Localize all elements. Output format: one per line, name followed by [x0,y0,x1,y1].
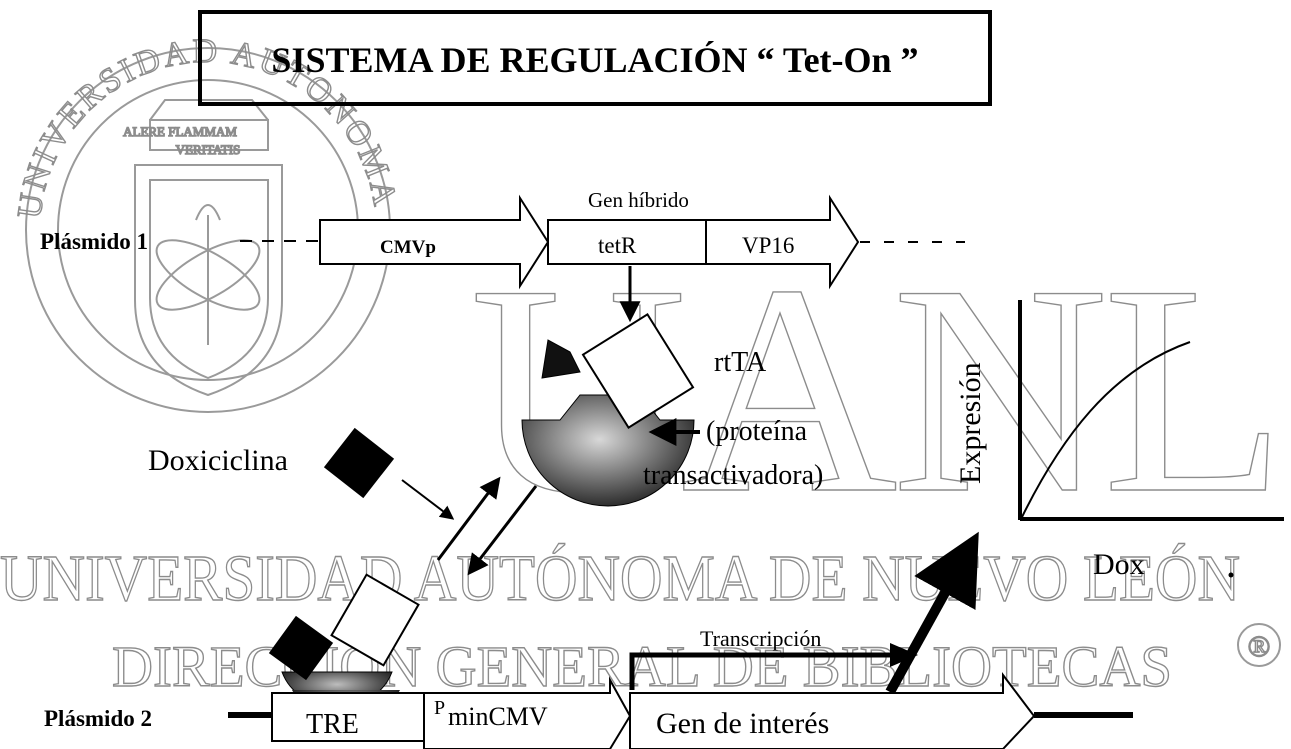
transcription-arrow-line [629,652,892,690]
transcription-arrowhead [890,643,918,667]
cmvp-arrow [319,194,550,290]
expression-arrow [885,531,979,695]
equilibrium-arrow-down [467,485,538,576]
page-title: SISTEMA DE REGULACIÓN “ Tet-On ” [271,40,918,80]
expression-curve [1021,341,1191,518]
vp16-label: VP16 [742,233,794,258]
tetr-label: tetR [598,233,637,258]
doxiciclina-icon [323,427,395,499]
transcription-label: Transcripción [700,626,821,651]
tre-box [271,692,425,742]
watermark-motto-1: ALERE FLAMMAM [123,124,237,139]
gene-of-interest-label: Gen de interés [656,707,829,740]
watermark-line-1: UNIVERSIDAD AUTÓNOMA DE NUEVO LEÓN [0,542,1240,615]
watermark-motto-2: VERITATIS [176,142,241,157]
watermark-registered: ® [1248,630,1271,663]
graph-ylabel: Expresión [954,362,987,484]
drug-binding-arrow [401,479,455,520]
watermark-seal-ring: UNIVERSIDAD AUTONOMA DE NUEVO LEON [0,0,405,221]
plasmid2-label: Plásmido 2 [44,706,152,731]
watermark-monogram: UANL [470,223,1280,555]
watermark-seal [25,47,391,413]
stray-dot [1228,572,1234,578]
gene-header-label: Gen híbrido [588,188,689,212]
protein-desc-line-2: transactivadora) [643,460,823,491]
minCMV-label: minCMV [448,702,548,731]
protein-desc-line-1: (proteína [706,416,808,447]
rtta-label: rtTA [714,347,767,378]
equilibrium-arrow-up [436,476,501,561]
plasmid1-label: Plásmido 1 [40,229,148,254]
hybrid-gene-arrow [547,194,860,290]
title-box [198,10,992,106]
tre-label: TRE [306,709,359,740]
registered-mark-circle [1237,623,1281,667]
doxiciclina-label: Doxiciclina [148,444,288,477]
cmvp-label: CMVp [380,237,436,258]
expression-graph [1018,300,1284,521]
graph-xlabel: Dox [1093,548,1145,581]
minCMV-superscript: P [434,697,445,719]
